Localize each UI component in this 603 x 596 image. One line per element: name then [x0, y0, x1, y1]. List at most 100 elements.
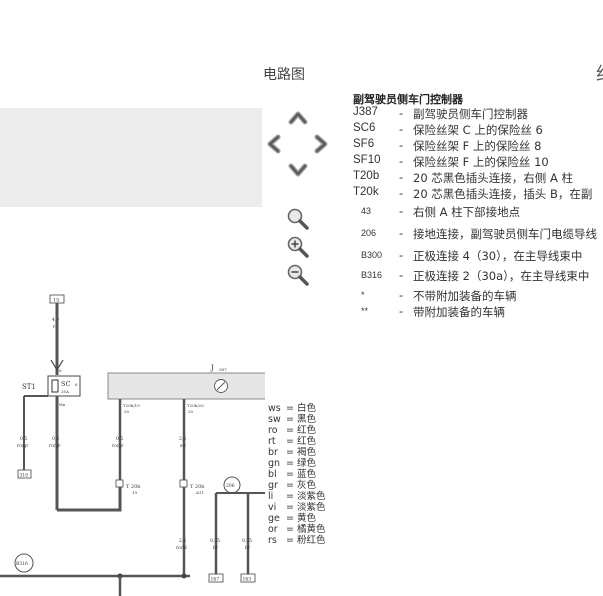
wire-size-label: 0,5 [52, 436, 59, 442]
terminal-box [240, 573, 256, 583]
wire-color-label: br [213, 545, 219, 551]
connector-symbol [50, 359, 64, 372]
color-code-row: ge = 黄色 [268, 513, 317, 524]
chevron-left-icon [267, 134, 281, 154]
wire-size-label: 0,35 [242, 538, 252, 544]
wire-color-label: ro/gr [17, 443, 29, 449]
color-code-row: ws = 白色 [268, 403, 317, 414]
legend-code: SF6 [353, 138, 375, 150]
zoom-out-button[interactable] [286, 263, 310, 287]
terminal-label: 15 [53, 298, 59, 304]
ground-label: 206 [226, 483, 235, 489]
pin-label: 30 [124, 409, 130, 414]
fuse-foot: Wa [59, 402, 66, 407]
module-label: J [210, 364, 214, 372]
wire-size-label: 2,5 [179, 436, 186, 442]
page-title: 电路图 [263, 67, 305, 83]
fuse-rating: 35A [61, 389, 69, 394]
circuit-diagram: 15 4,0 ro ST1 SC 6 35A 6 Wa 0,5 ro/gr 31… [0, 294, 265, 596]
legend-desc: 不带附加装备的车辆 [413, 289, 517, 303]
legend-desc: 右侧 A 柱下部接地点 [413, 205, 521, 219]
wire-size-label: 0,35 [210, 538, 220, 544]
module-number: 387 [219, 367, 227, 372]
pan-left-button[interactable] [266, 134, 282, 154]
wire-size-label: 2,5 [179, 538, 186, 544]
legend-code: J387 [353, 106, 378, 118]
pan-down-button[interactable] [288, 162, 308, 178]
connector-symbol [115, 479, 124, 488]
legend-code: SF10 [353, 154, 381, 166]
pan-up-button[interactable] [288, 109, 308, 125]
pan-right-button[interactable] [313, 134, 329, 154]
legend-desc: 20 芯黑色插头连接，插头 B，在副 [413, 187, 593, 201]
pin-label: T20b/20 [187, 403, 204, 408]
zoom-in-icon [287, 236, 309, 258]
diagram-header-panel [0, 108, 262, 207]
wire-color-label: sw [180, 444, 186, 449]
wire-color-label: ro/gr [49, 443, 61, 449]
color-code-row: sw = 黑色 [268, 414, 317, 425]
legend-code: 43 [361, 206, 372, 216]
color-code-row: bl = 蓝色 [268, 469, 317, 480]
terminal-label: 310 [20, 473, 29, 479]
connection-label: B316 [16, 561, 28, 567]
legend-code: 206 [361, 228, 377, 238]
legend-desc: 接地连接，副驾驶员侧车门电缆导线 [413, 227, 597, 241]
terminal-box [208, 573, 224, 583]
legend-code: T20b [353, 170, 380, 182]
connector-symbol [179, 479, 188, 488]
pin-label: T20b/19 [123, 403, 140, 408]
color-code-row: br = 褐色 [268, 447, 317, 458]
legend-desc: 保险丝架 C 上的保险丝 6 [413, 123, 543, 137]
j387-module-box [107, 372, 265, 400]
legend-code: SC6 [353, 122, 376, 134]
zoom-in-button[interactable] [286, 235, 310, 259]
color-code-row: li = 淡紫色 [268, 491, 326, 502]
wire [57, 480, 122, 512]
legend-heading: 副驾驶员侧车门控制器 [353, 93, 463, 106]
fuse-icon [51, 379, 59, 393]
color-code-row: rt = 红色 [268, 436, 317, 447]
wire-color-label: ro/gr [112, 443, 124, 449]
terminal-label: 167 [211, 577, 220, 583]
wire-size-label: 0,5 [116, 436, 123, 442]
legend-code: ** [361, 306, 369, 316]
wire-size-label: 0,5 [20, 436, 27, 442]
connector-label: T 20b [126, 484, 141, 490]
legend-code: T20k [353, 186, 379, 198]
legend-desc: 副驾驶员侧车门控制器 [413, 107, 528, 121]
connection-point-b316 [14, 553, 34, 573]
color-code-row: gr = 灰色 [268, 480, 317, 491]
legend-desc: 正极连接 4（30），在主导线束中 [413, 249, 583, 263]
color-code-row: or = 橘黄色 [268, 524, 326, 535]
legend-desc: 带附加装备的车辆 [413, 305, 505, 319]
legend-code: B316 [361, 270, 383, 280]
wire-color-label: ro/bl [176, 545, 187, 551]
junction-dot [181, 573, 187, 579]
legend-code: B300 [361, 250, 383, 260]
color-code-row: vi = 淡紫色 [268, 502, 326, 513]
pin-label: 20 [188, 409, 194, 414]
legend-desc: 保险丝架 F 上的保险丝 8 [413, 139, 542, 153]
legend-code: * [361, 290, 365, 300]
zoom-fit-button[interactable] [286, 207, 310, 231]
color-code-row: rs = 粉红色 [268, 535, 326, 546]
legend-desc: 保险丝架 F 上的保险丝 10 [413, 155, 549, 169]
legend-desc: 20 芯黑色插头连接，右侧 A 柱 [413, 171, 573, 185]
truncated-heading: 约 [596, 60, 603, 86]
connector-label: T 20b [190, 484, 205, 490]
terminal-label: 163 [243, 577, 252, 583]
color-code-row: gn = 绿色 [268, 458, 317, 469]
fuse-label: SC [61, 380, 70, 388]
chevron-up-icon [288, 111, 308, 125]
connector-pin: A11 [195, 490, 204, 495]
fuse-pin: 6 [59, 368, 62, 373]
fuse-number: 6 [75, 382, 78, 387]
chevron-right-icon [314, 134, 328, 154]
st-label: ST1 [22, 383, 36, 391]
color-code-row: ro = 红色 [268, 425, 317, 436]
legend-desc: 正极连接 2（30a），在主导线束中 [413, 269, 590, 283]
connector-pin: 19 [132, 490, 138, 495]
wire-color-label: br [245, 545, 251, 551]
chevron-down-icon [288, 163, 308, 177]
